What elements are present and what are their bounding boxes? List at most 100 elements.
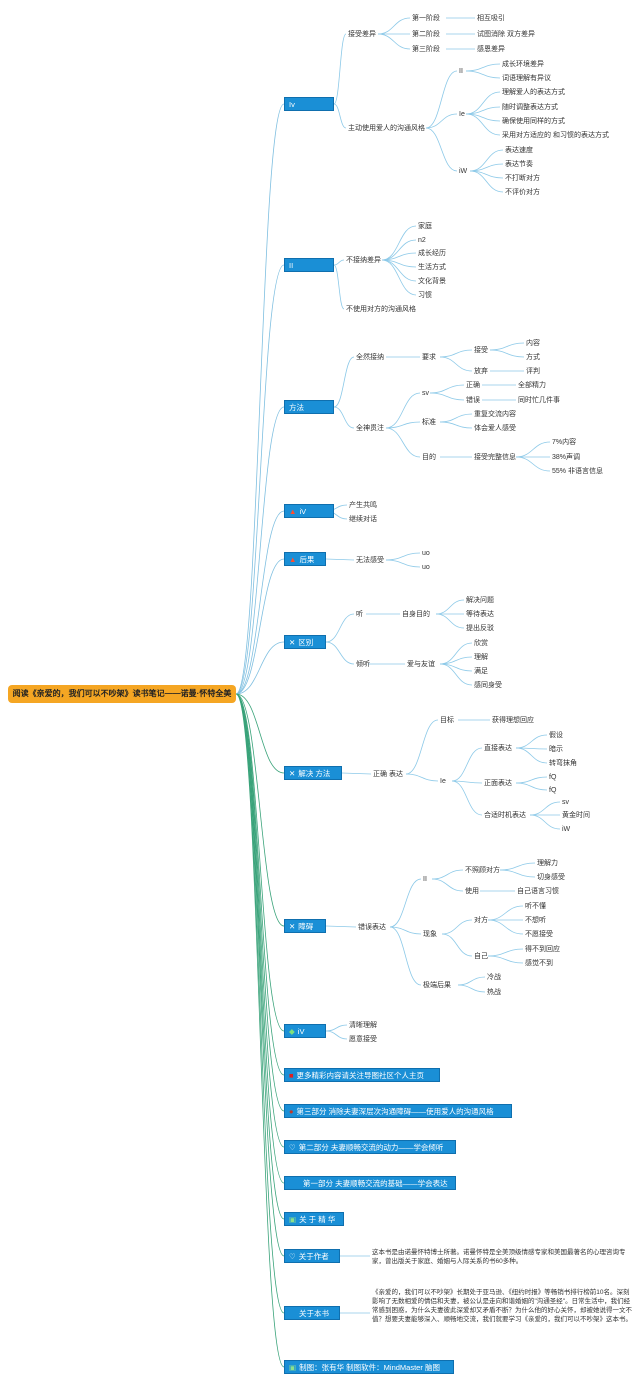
node-direct[interactable]: 直接表达 <box>484 745 512 752</box>
branch-part3[interactable]: ●第三部分 消除夫妻深层次沟通障碍——使用爱人的沟通风格 <box>284 1104 512 1118</box>
node-sub[interactable]: 接受 <box>474 347 488 354</box>
node-leaf[interactable]: 习惯 <box>418 292 432 299</box>
branch-more-content[interactable]: ■更多精彩内容请关注导图社区个人主页 <box>284 1068 440 1082</box>
node-leaf[interactable]: n2 <box>418 237 426 244</box>
node-leaf[interactable]: 理解 <box>474 654 488 661</box>
node-stage[interactable]: 第三阶段 <box>412 46 440 53</box>
node-leaf[interactable]: 听不懂 <box>525 903 546 910</box>
node-own-goal[interactable]: 自身目的 <box>402 611 430 618</box>
node-use[interactable]: 使用 <box>465 888 479 895</box>
node-leaf[interactable]: 感觉不到 <box>525 960 553 967</box>
node-leaf[interactable]: 愿意接受 <box>349 1036 377 1043</box>
branch-consequence[interactable]: ▲后果 <box>284 552 326 566</box>
node-leaf[interactable]: iW <box>562 826 571 833</box>
node-leaf[interactable]: 冷战 <box>487 974 501 981</box>
node-sub[interactable]: Ie <box>459 111 465 118</box>
node-hear[interactable]: 听 <box>356 611 363 618</box>
branch-difference[interactable]: ✕区别 <box>284 635 326 649</box>
node-leaf[interactable]: 感同身受 <box>474 682 502 689</box>
node-leaf[interactable]: 切身感受 <box>537 874 565 881</box>
node-leaf[interactable]: 继续对话 <box>349 516 377 523</box>
node-sub[interactable]: 放弃 <box>474 368 488 375</box>
node-leaf[interactable]: 内容 <box>526 340 540 347</box>
branch-part1[interactable]: 第一部分 夫妻顺畅交流的基础——学会表达 <box>284 1176 456 1190</box>
node-not-accept[interactable]: 不接纳差异 <box>346 257 381 264</box>
node-leaf[interactable]: 获得理想回应 <box>492 717 534 724</box>
node-leaf[interactable]: 随时调整表达方式 <box>502 104 558 111</box>
node-leaf[interactable]: 体会爱人感受 <box>474 425 516 432</box>
node-leaf[interactable]: 得不到回应 <box>525 946 560 953</box>
node-leaf[interactable]: 热战 <box>487 989 501 996</box>
branch-credits[interactable]: ▣制图：张有华 制图软件：MindMaster 脑图 <box>284 1360 454 1374</box>
branch-iv-top[interactable]: Iv <box>284 97 334 111</box>
node-leaf[interactable]: 词语理解有异议 <box>502 75 551 82</box>
node-leaf[interactable]: 产生共鸣 <box>349 502 377 509</box>
node-full-accept[interactable]: 全然接纳 <box>356 354 384 361</box>
node-full-attention[interactable]: 全神贯注 <box>356 425 384 432</box>
node-sub[interactable]: 目的 <box>422 454 436 461</box>
node-leaf[interactable]: 文化背景 <box>418 278 446 285</box>
node-leaf[interactable]: 提出反驳 <box>466 625 494 632</box>
node-leaf[interactable]: 黄金时间 <box>562 812 590 819</box>
branch-part2[interactable]: ♡第二部分 夫妻顺畅交流的动力——学会倾听 <box>284 1140 456 1154</box>
node-leaf[interactable]: 不愿接受 <box>525 931 553 938</box>
branch-iv-diamond[interactable]: ◆iV <box>284 1024 326 1038</box>
node-use-style[interactable]: 主动使用爱人的沟通风格 <box>348 125 425 132</box>
node-leaf[interactable]: 理解力 <box>537 860 558 867</box>
branch-method[interactable]: 方法 <box>284 400 334 414</box>
node-leaf[interactable]: 55% 非语言信息 <box>552 468 603 475</box>
node-self[interactable]: 自己 <box>474 953 488 960</box>
node-accept-diff[interactable]: 接受差异 <box>348 31 376 38</box>
node-require[interactable]: 要求 <box>422 354 436 361</box>
node-listen[interactable]: 倾听 <box>356 661 370 668</box>
node-leaf[interactable]: 正确 <box>466 382 480 389</box>
node-timing[interactable]: 合适时机表达 <box>484 812 526 819</box>
node-leaf[interactable]: 欣赏 <box>474 640 488 647</box>
node-sub[interactable]: iW <box>459 168 468 175</box>
node-phenomenon[interactable]: 现象 <box>423 931 437 938</box>
node-leaf[interactable]: 成长环境差异 <box>502 61 544 68</box>
node-sub[interactable]: II <box>423 876 427 883</box>
node-leaf[interactable]: 假设 <box>549 732 563 739</box>
root-title[interactable]: 阅读《亲爱的，我们可以不吵架》读书笔记——诺曼·怀特全美 <box>8 685 236 703</box>
node-leaf[interactable]: 成长经历 <box>418 250 446 257</box>
branch-book[interactable]: 关于本书 <box>284 1306 340 1320</box>
node-stage-note[interactable]: 试图消除 双方差异 <box>477 31 535 38</box>
node-sub[interactable]: 标准 <box>422 419 436 426</box>
node-sub[interactable]: Ie <box>440 778 446 785</box>
node-stage[interactable]: 第一阶段 <box>412 15 440 22</box>
node-leaf[interactable]: 重复交流内容 <box>474 411 516 418</box>
node-leaf[interactable]: fQ <box>549 774 557 781</box>
node-leaf[interactable]: sv <box>562 799 569 806</box>
node-receive-info[interactable]: 接受完整信息 <box>474 454 516 461</box>
node-correct-expression[interactable]: 正确 表达 <box>373 771 403 778</box>
branch-essence[interactable]: ▣关 于 精 华 <box>284 1212 344 1226</box>
node-leaf[interactable]: uo <box>422 550 430 557</box>
node-leaf[interactable]: uo <box>422 564 430 571</box>
branch-obstacle[interactable]: ✕障碍 <box>284 919 326 933</box>
node-leaf[interactable]: 错误 <box>466 397 480 404</box>
node-love-friendship[interactable]: 爱与友谊 <box>407 661 435 668</box>
node-leaf[interactable]: 38%声调 <box>552 454 581 461</box>
node-leaf[interactable]: 确保使用同样的方式 <box>502 118 565 125</box>
node-stage-note[interactable]: 相互吸引 <box>477 15 505 22</box>
node-leaf[interactable]: 不评价对方 <box>505 189 540 196</box>
node-leaf[interactable]: 7%内容 <box>552 439 577 446</box>
node-leaf[interactable]: 理解爱人的表达方式 <box>502 89 565 96</box>
node-no-care[interactable]: 不照顾对方 <box>465 867 500 874</box>
branch-iv-fire[interactable]: ▲iV <box>284 504 334 518</box>
node-leaf[interactable]: 暗示 <box>549 746 563 753</box>
node-leaf[interactable]: 清晰理解 <box>349 1022 377 1029</box>
node-cannot-feel[interactable]: 无法感受 <box>356 557 384 564</box>
node-leaf[interactable]: 表达节奏 <box>505 161 533 168</box>
node-sub[interactable]: II <box>459 68 463 75</box>
node-leaf[interactable]: 采用对方适应的 和习惯的表达方式 <box>502 132 609 139</box>
node-leaf[interactable]: 表达速度 <box>505 147 533 154</box>
node-leaf[interactable]: 同时忙几件事 <box>518 397 560 404</box>
node-leaf[interactable]: 方式 <box>526 354 540 361</box>
node-positive[interactable]: 正面表达 <box>484 780 512 787</box>
node-wrong-expression[interactable]: 错误表达 <box>358 924 386 931</box>
node-leaf[interactable]: 评判 <box>526 368 540 375</box>
node-leaf[interactable]: 自己语言习惯 <box>517 888 559 895</box>
node-goal[interactable]: 目标 <box>440 717 454 724</box>
